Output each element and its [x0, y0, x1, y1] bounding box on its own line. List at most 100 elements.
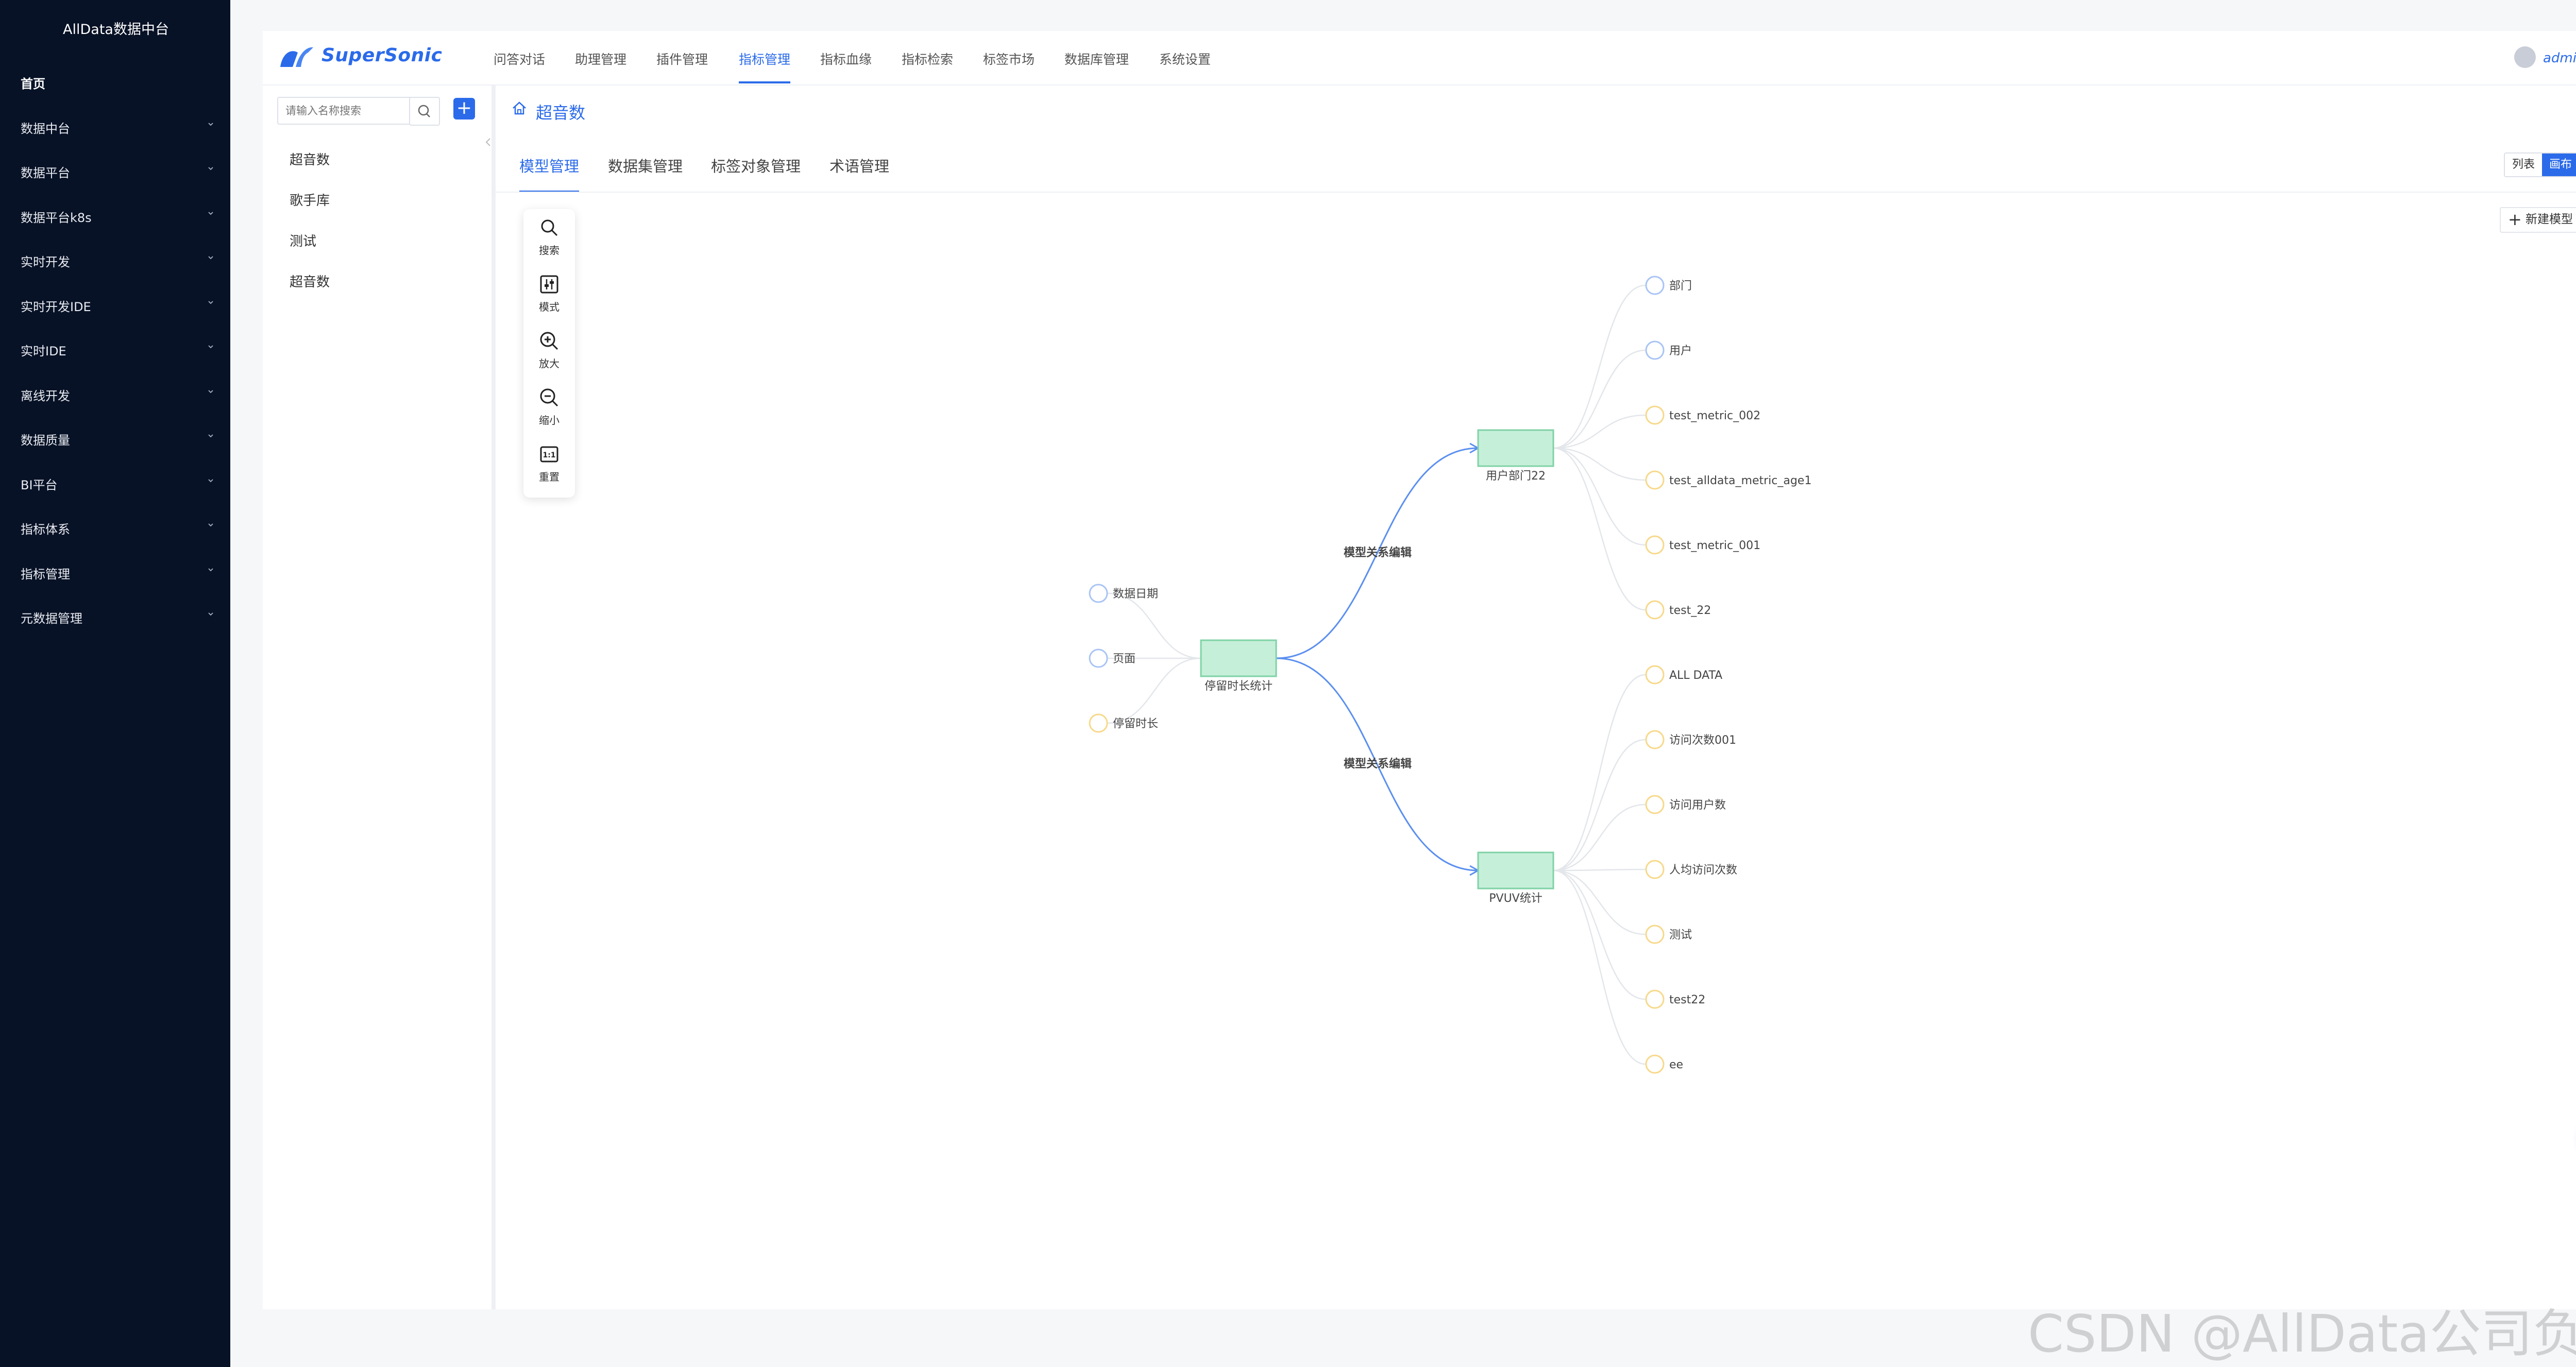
sidebar-item-label: 数据质量: [21, 433, 70, 448]
tree-search-box: [277, 97, 412, 125]
view-list-button[interactable]: 列表: [2512, 158, 2535, 171]
sidebar-item-label: 数据平台k8s: [21, 210, 92, 225]
chevron-down-icon: [208, 300, 213, 304]
dimension-node[interactable]: [1645, 276, 1665, 295]
plus-icon: +: [2508, 210, 2522, 229]
collapse-arrow-icon[interactable]: [484, 137, 492, 147]
nav-item[interactable]: 问答对话: [494, 52, 546, 67]
sidebar-item-label: 数据平台: [21, 166, 70, 180]
sidebar-item-label: 实时IDE: [21, 344, 66, 358]
sidebar-item-label: 数据中台: [21, 121, 70, 136]
content-tab[interactable]: 标签对象管理: [711, 158, 801, 175]
chevron-down-icon: [208, 434, 213, 438]
chevron-down-icon: [208, 389, 213, 393]
sidebar-item[interactable]: 数据平台: [0, 148, 230, 192]
zoom-out-icon: [540, 388, 558, 407]
nav-item[interactable]: 标签市场: [983, 52, 1035, 67]
tool-zoom-out[interactable]: 缩小: [523, 379, 575, 436]
metric-node[interactable]: [1645, 925, 1665, 944]
main-content: 超音数 模型管理 数据集管理 标签对象管理 术语管理 列表 画布 + 新建模型 搜索: [496, 86, 2576, 1309]
metric-node[interactable]: [1645, 665, 1665, 685]
dimension-node[interactable]: [1089, 648, 1108, 668]
sidebar-item[interactable]: 实时IDE: [0, 326, 230, 370]
metric-node[interactable]: [1645, 989, 1665, 1009]
nav-item[interactable]: 指标检索: [902, 52, 954, 67]
dimension-node[interactable]: [1645, 340, 1665, 360]
view-canvas-button[interactable]: 画布: [2542, 153, 2576, 176]
sidebar-item[interactable]: 实时开发IDE: [0, 282, 230, 326]
tool-reset[interactable]: 1:1 重置: [523, 436, 575, 492]
sidebar-item[interactable]: 指标体系: [0, 504, 230, 549]
chevron-down-icon: [208, 211, 213, 215]
breadcrumb-title[interactable]: 超音数: [536, 103, 586, 123]
metric-node[interactable]: [1645, 470, 1665, 490]
tree-item[interactable]: 超音数: [290, 275, 330, 290]
model-node[interactable]: [1200, 639, 1277, 677]
metric-node[interactable]: [1645, 535, 1665, 555]
metric-node[interactable]: [1645, 600, 1665, 620]
dimension-node[interactable]: [1089, 584, 1108, 603]
model-node[interactable]: [1477, 429, 1554, 467]
tree-search-input[interactable]: [284, 101, 400, 121]
search-icon: [541, 219, 558, 236]
sidebar-item[interactable]: 首页: [0, 59, 230, 103]
tree-item[interactable]: 歌手库: [290, 193, 330, 209]
nav-item[interactable]: 数据库管理: [1064, 52, 1129, 67]
tree-item[interactable]: 测试: [290, 234, 317, 249]
chevron-down-icon: [208, 523, 213, 527]
tree-search-button[interactable]: [409, 97, 440, 126]
user-name[interactable]: admin: [2543, 50, 2576, 66]
content-tab[interactable]: 术语管理: [829, 158, 890, 175]
tool-search[interactable]: 搜索: [523, 209, 575, 266]
edge-edit-label[interactable]: 模型关系编辑: [1344, 546, 1412, 559]
model-relation-edge[interactable]: [1276, 657, 1479, 872]
chevron-down-icon: [208, 479, 213, 482]
sidebar-item-label: 元数据管理: [21, 611, 82, 626]
sidebar-item[interactable]: 数据中台: [0, 104, 230, 148]
sidebar-item-label: BI平台: [21, 477, 58, 492]
metric-node[interactable]: [1089, 713, 1108, 733]
tool-zoom-out-label: 缩小: [539, 414, 560, 426]
tabs-divider: [496, 192, 2576, 193]
edge-edit-label[interactable]: 模型关系编辑: [1344, 757, 1412, 771]
tree-item[interactable]: 超音数: [290, 152, 330, 168]
view-switch: 列表 画布: [2504, 152, 2576, 177]
sidebar-item[interactable]: 离线开发: [0, 371, 230, 415]
svg-text:1:1: 1:1: [543, 451, 555, 459]
sidebar-item-label: 实时开发: [21, 255, 70, 269]
sidebar-item[interactable]: BI平台: [0, 460, 230, 504]
nav-item[interactable]: 助理管理: [575, 52, 627, 67]
new-model-label: 新建模型: [2526, 213, 2573, 226]
sidebar-item[interactable]: 元数据管理: [0, 593, 230, 638]
tool-mode[interactable]: 模式: [523, 266, 575, 322]
chevron-down-icon: [208, 122, 213, 126]
nav-item[interactable]: 指标管理: [739, 49, 791, 83]
sidebar-item[interactable]: 数据平台k8s: [0, 193, 230, 237]
canvas-toolbar: 搜索 模式 放大: [523, 209, 575, 498]
nav-item[interactable]: 系统设置: [1159, 52, 1211, 67]
nav-item[interactable]: 插件管理: [656, 52, 708, 67]
supersonic-logo-icon: [280, 47, 313, 67]
metric-node[interactable]: [1645, 405, 1665, 425]
model-node[interactable]: [1477, 851, 1554, 890]
metric-node[interactable]: [1645, 795, 1665, 814]
metric-node[interactable]: [1645, 860, 1665, 879]
chevron-down-icon: [208, 167, 213, 170]
content-tab[interactable]: 模型管理: [519, 155, 580, 193]
model-relation-edge[interactable]: [1276, 447, 1479, 659]
add-domain-button[interactable]: +: [453, 98, 475, 119]
nav-item[interactable]: 指标血缘: [820, 52, 872, 67]
sidebar-item[interactable]: 实时开发: [0, 237, 230, 281]
metric-node[interactable]: [1645, 1054, 1665, 1074]
metric-node[interactable]: [1645, 730, 1665, 749]
tool-reset-label: 重置: [539, 471, 560, 483]
content-tab[interactable]: 数据集管理: [608, 158, 683, 175]
sidebar-item[interactable]: 数据质量: [0, 415, 230, 459]
sidebar-item[interactable]: 指标管理: [0, 549, 230, 593]
new-model-button[interactable]: + 新建模型: [2500, 207, 2576, 233]
user-avatar[interactable]: [2514, 46, 2536, 68]
tool-zoom-in[interactable]: 放大: [523, 322, 575, 379]
top-navbar: SuperSonic 问答对话助理管理插件管理指标管理指标血缘指标检索标签市场数…: [263, 31, 2576, 86]
tool-search-label: 搜索: [539, 244, 560, 257]
